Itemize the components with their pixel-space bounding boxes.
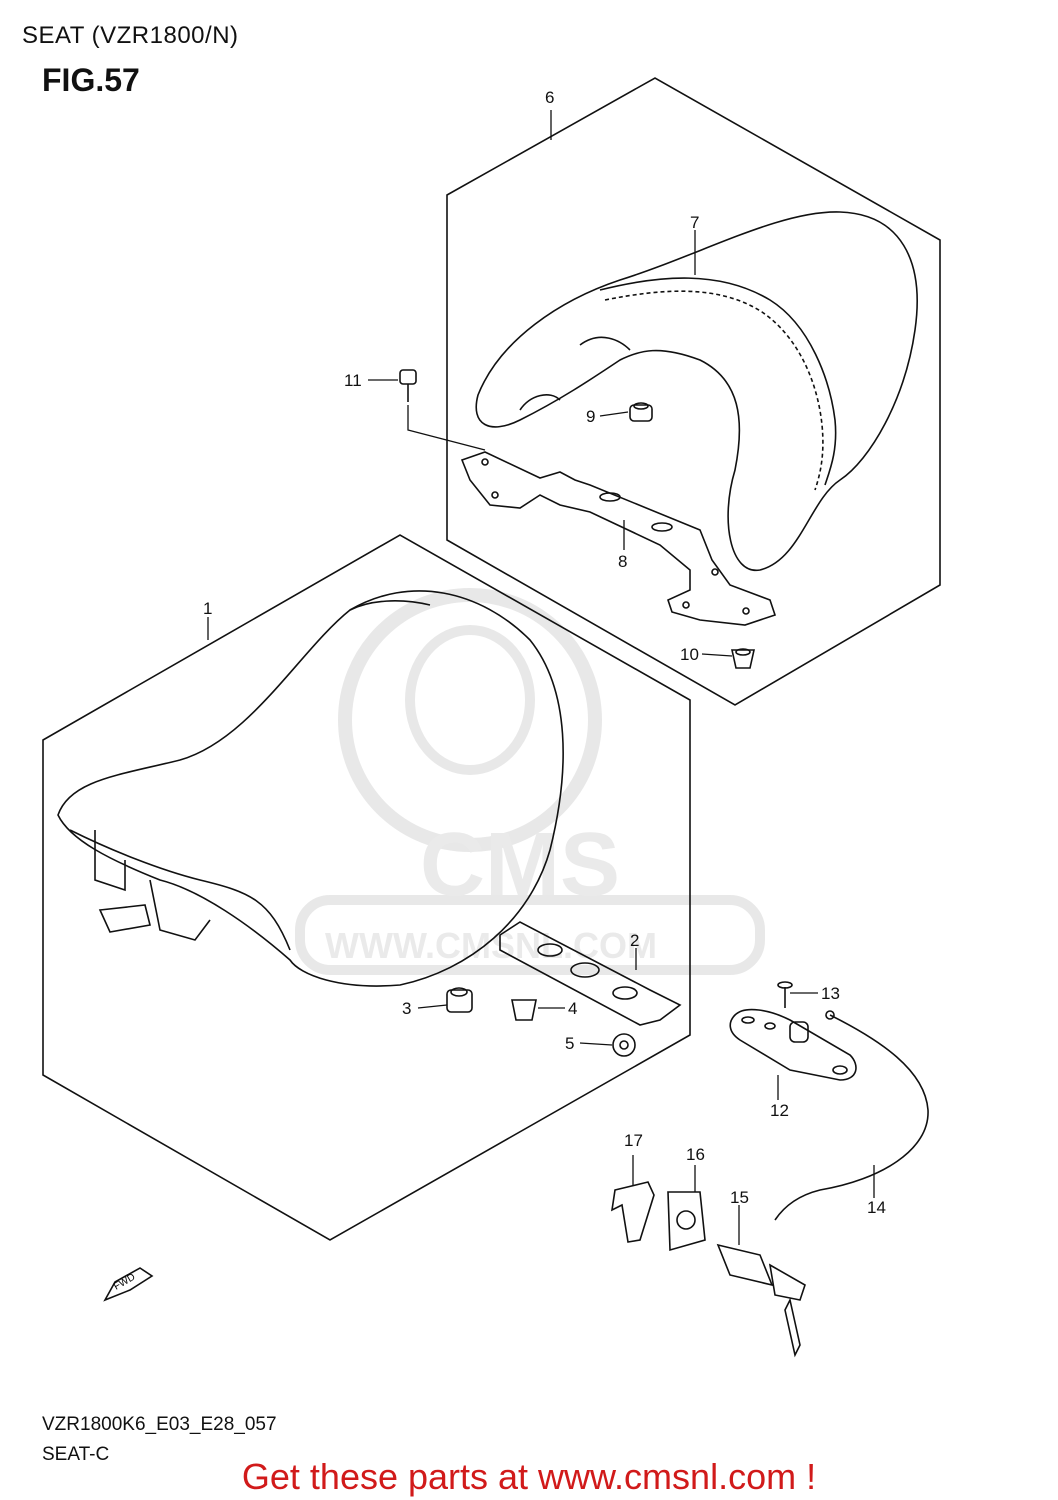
callout-9: 9: [586, 407, 595, 426]
callout-17: 17: [624, 1131, 643, 1150]
clip-16: [667, 1191, 706, 1252]
figure-number: FIG.57: [42, 62, 140, 98]
callout-7: 7: [690, 213, 699, 232]
leader-lines: [207, 110, 875, 1245]
watermark-brand: CMS: [420, 815, 620, 915]
rear-seat-bracket: [460, 451, 777, 626]
seat-lock-12: [729, 1008, 857, 1081]
callout-6: 6: [545, 88, 554, 107]
callout-10: 10: [680, 645, 699, 664]
callout-3: 3: [402, 999, 411, 1018]
nut-10: [731, 648, 755, 669]
callout-4: 4: [568, 999, 577, 1018]
promo-link[interactable]: Get these parts at www.cmsnl.com !: [241, 1456, 817, 1497]
callout-labels: 1 2 3 4 5 6 7 8 9 10 11 12 13 14 15 16 1…: [203, 88, 886, 1217]
front-assembly-frame: [42, 534, 691, 1241]
rear-assembly-frame: [446, 77, 941, 706]
watermark-url: WWW.CMSNL.COM: [325, 925, 657, 966]
diagram-code: VZR1800K6_E03_E28_057: [42, 1414, 277, 1435]
nut-4: [511, 999, 537, 1021]
callout-8: 8: [618, 552, 627, 571]
diagram-subtitle: SEAT-C: [42, 1444, 110, 1465]
callout-14: 14: [867, 1198, 886, 1217]
nut-5: [612, 1033, 636, 1057]
callout-16: 16: [686, 1145, 705, 1164]
lock-cylinder-15: [716, 1243, 806, 1358]
cushion-3: [446, 987, 473, 1013]
lock-cable-14: [774, 1014, 929, 1221]
callout-11: 11: [344, 371, 362, 390]
bolt-11: [399, 369, 417, 402]
callout-13: 13: [821, 984, 840, 1003]
rear-seat: [475, 211, 918, 571]
callout-15: 15: [730, 1188, 749, 1207]
cushion-9: [629, 402, 653, 422]
callout-2: 2: [630, 931, 639, 950]
diagram-title: SEAT (VZR1800/N): [22, 22, 239, 49]
front-seat-bracket: [499, 921, 682, 1026]
bolt-13: [777, 981, 793, 1008]
callout-1: 1: [203, 599, 212, 618]
fwd-arrow-icon: [103, 1267, 154, 1302]
callout-12: 12: [770, 1101, 789, 1120]
callout-5: 5: [565, 1034, 574, 1053]
retainer-17: [610, 1181, 655, 1243]
watermark: CMS WWW.CMSNL.COM: [295, 588, 765, 975]
front-seat: [57, 590, 564, 987]
